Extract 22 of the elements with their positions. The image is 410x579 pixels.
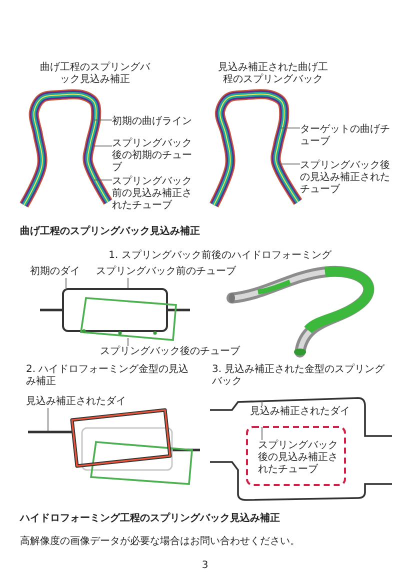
figure-title: 1. スプリングバック前後のハイドロフォーミング (108, 250, 332, 262)
callout-label: スプリングバック後の見込み補正されたチューブ (258, 440, 338, 476)
figure-title: 曲げ工程のスプリングバック見込み補正 (40, 62, 150, 86)
callout-label: スプリングバック後の初期のチューブ (112, 138, 200, 174)
callout-label: スプリングバック後のチューブ (100, 346, 240, 358)
figure-title: 2. ハイドロフォーミング金型の見込み補正 (26, 364, 190, 388)
dashed-tube-outline (246, 426, 346, 486)
callout-label: 初期のダイ (30, 266, 90, 278)
figure-title: 3. 見込み補正された金型のスプリングバック (212, 364, 386, 388)
page-number: 3 (200, 560, 210, 572)
figure-caption: ハイドロフォーミング工程のスプリングバック見込み補正 (20, 513, 281, 525)
callout-label: ターゲットの曲げチューブ (300, 124, 396, 148)
figure-title: 見込み補正された曲げ工程のスプリングバック (218, 62, 328, 86)
note-text: 高解像度の画像データが必要な場合はお問い合わせください。 (20, 536, 301, 548)
callout-label: 初期の曲げライン (112, 116, 200, 128)
figure-caption: 曲げ工程のスプリングバック見込み補正 (20, 226, 201, 238)
callout-label: 見込み補正されたダイ (26, 396, 136, 408)
callout-label: 見込み補正されたダイ (250, 406, 360, 418)
die-outline (62, 288, 168, 332)
callout-label: スプリングバック前のチューブ (96, 266, 236, 278)
callout-label: スプリングバック後の見込み補正されたチューブ (300, 160, 396, 196)
callout-label: スプリングバック前の見込み補正されたチューブ (112, 176, 200, 212)
